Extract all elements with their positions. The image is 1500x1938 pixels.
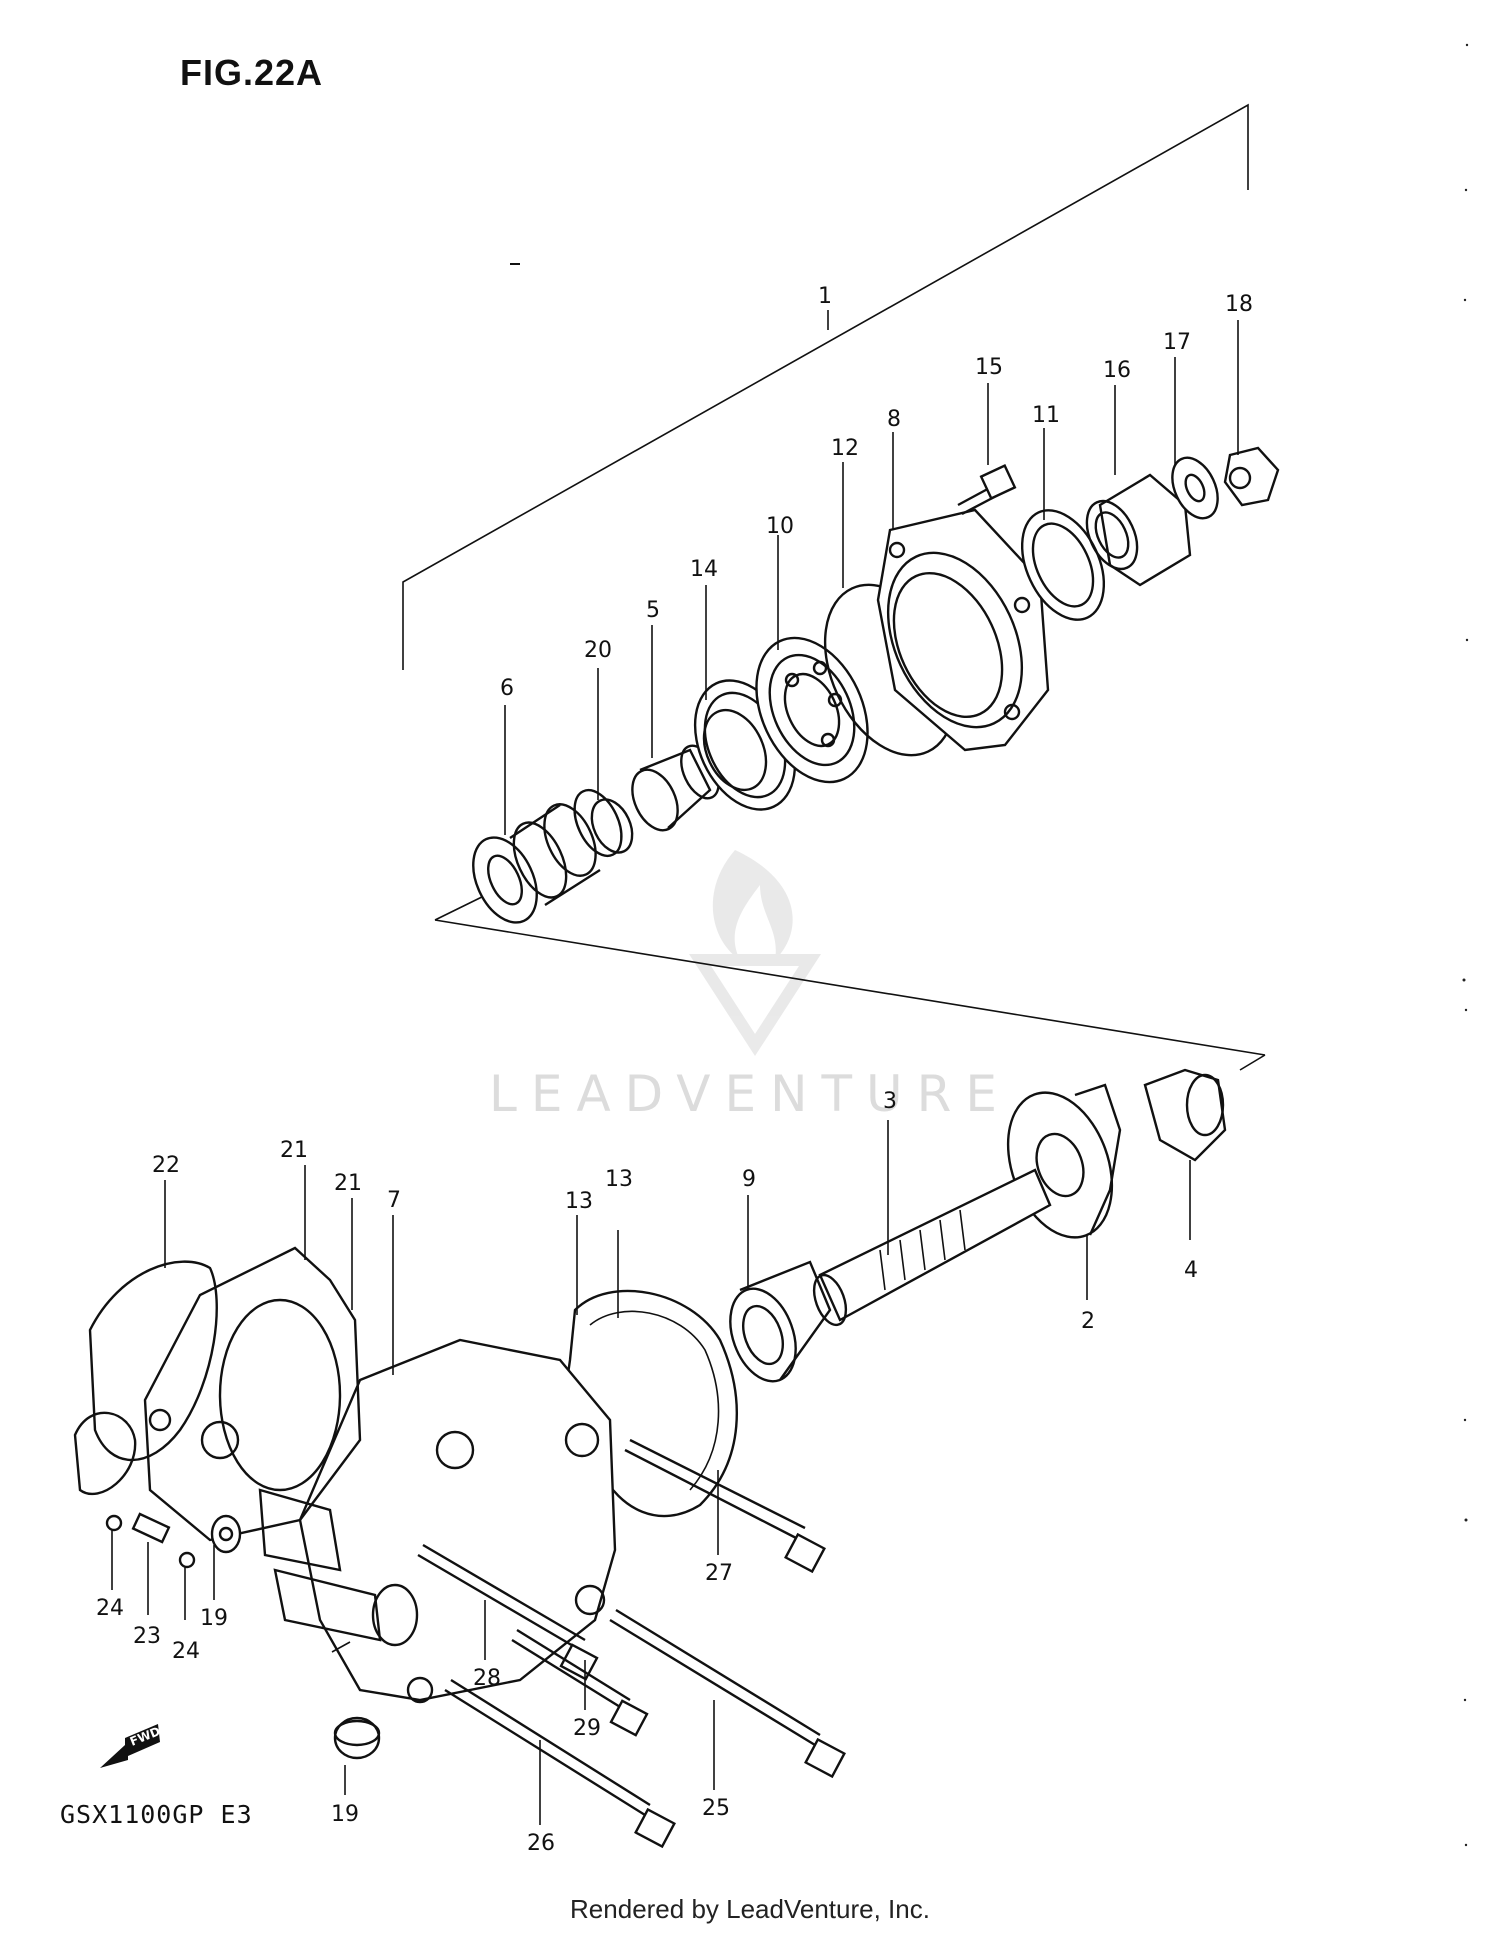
part-10-bearing [755,636,869,784]
part-27-bolt [624,1438,826,1574]
callout-15: 15 [975,355,1003,380]
part-22-gasket [73,1260,218,1496]
callout-16: 16 [1103,358,1131,383]
callout-13-b: 13 [605,1167,633,1192]
callout-19-b: 19 [331,1802,359,1827]
callout-4: 4 [1184,1258,1198,1283]
part-4-coupling [1143,1068,1227,1162]
callout-18: 18 [1225,292,1253,317]
part-17-washer [1171,456,1219,520]
part-15-bolt [957,464,1017,516]
callout-19-a: 19 [200,1606,228,1631]
part-3-shaft [812,1168,1052,1327]
part-23-dowel-pin [131,1512,171,1544]
callout-24-a: 24 [96,1596,124,1621]
part-18-nut [1223,446,1280,507]
callout-10: 10 [766,514,794,539]
callout-1: 1 [818,284,832,309]
callout-labels: 1 2 3 4 5 6 7 8 9 10 11 12 13 13 14 15 1… [96,284,1253,1856]
callout-13-a: 13 [565,1189,593,1214]
callout-26: 26 [527,1831,555,1856]
callout-2: 2 [1081,1309,1095,1334]
part-24-o-ring-b [178,1551,196,1569]
part-5-collar [631,744,720,832]
part-24-o-ring-a [105,1514,123,1532]
part-7-gear-case [258,1338,617,1704]
part-19-spacer-a [210,1514,242,1554]
model-code-label: GSX1100GP E3 [60,1800,253,1829]
callout-12: 12 [831,436,859,461]
callout-5: 5 [646,598,660,623]
callout-28: 28 [473,1666,501,1691]
watermark-text: LEADVENTURE [489,1065,1011,1123]
callout-29: 29 [573,1716,601,1741]
fwd-arrow-icon: FWD [100,1724,162,1768]
rendered-by-footer: Rendered by LeadVenture, Inc. [570,1894,930,1924]
callout-8: 8 [887,407,901,432]
callout-14: 14 [690,557,718,582]
callout-27: 27 [705,1561,733,1586]
leader-lines [111,320,1239,1825]
part-11-oil-seal [1020,509,1106,621]
part-29-bolt [511,1628,649,1737]
part-28-bolt [417,1543,599,1681]
callout-11: 11 [1032,403,1060,428]
part-8-bearing-case [876,508,1050,752]
callout-7: 7 [387,1188,401,1213]
part-21-gaskets [143,1246,362,1542]
callout-21-a: 21 [280,1138,308,1163]
part-25-bolt [609,1608,846,1779]
part-6-damper [472,788,623,924]
part-13-gaskets [558,1289,738,1518]
part-16-coupling [1085,473,1192,587]
callout-9: 9 [742,1167,756,1192]
figure-title: FIG.22A [180,52,324,93]
callout-17: 17 [1163,330,1191,355]
part-9-needle-bearing [729,1260,832,1383]
callout-25: 25 [702,1796,730,1821]
leadventure-logo-icon [688,850,822,1057]
callout-21-b: 21 [334,1171,362,1196]
part-20-circlip [590,798,634,854]
callout-6: 6 [500,676,514,701]
callout-24-b: 24 [172,1639,200,1664]
callout-3: 3 [883,1089,897,1114]
callout-22: 22 [152,1153,180,1178]
part-26-bolt [444,1678,676,1849]
callout-20: 20 [584,638,612,663]
scan-edge-marks [510,43,1469,1847]
part-19-spacer-b [333,1716,381,1760]
callout-23: 23 [133,1624,161,1649]
assembly-bracket [402,103,1266,1071]
